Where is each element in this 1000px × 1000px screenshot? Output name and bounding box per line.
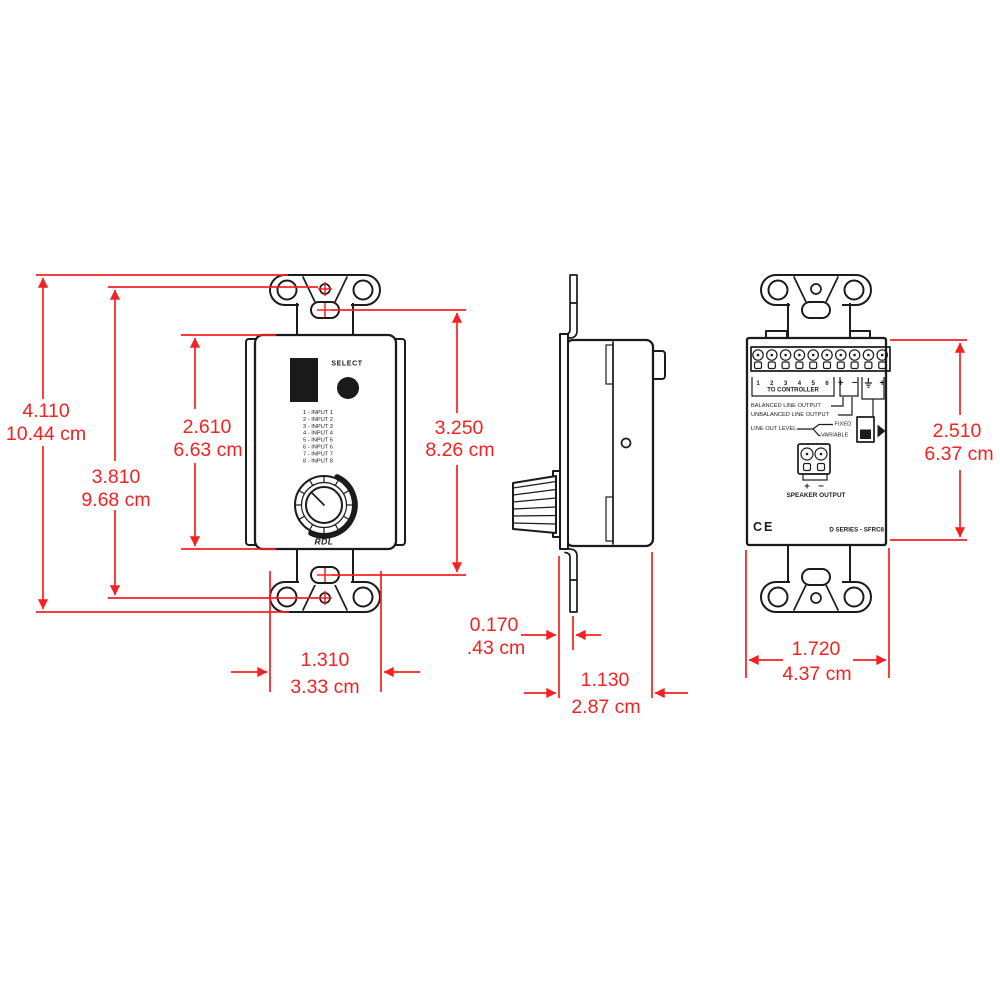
to-controller-bracket [751,377,835,397]
dimension-annotations: 4.110 10.44 cm 3.810 9.68 cm 2.610 6.63 … [6,274,994,718]
to-controller-label: TO CONTROLLER [767,388,819,394]
side-enclosure [564,338,655,548]
svg-text:1.310: 1.310 [301,649,350,671]
dim-rear-box-height: 2.510 6.37 cm [890,339,994,541]
speaker-minus-sign: − [818,481,824,492]
svg-text:6.37 cm: 6.37 cm [924,443,993,465]
ce-mark: CE [753,520,774,534]
select-label: SELECT [331,361,362,368]
side-flange [559,333,569,550]
svg-text:2.87 cm: 2.87 cm [571,696,640,718]
svg-text:3.250: 3.250 [435,417,484,439]
front-bottom-mounting-ear [269,549,381,613]
variable-label: VARIABLE [821,433,849,439]
svg-text:2.510: 2.510 [933,420,982,442]
dim-overall-height: 4.110 10.44 cm [6,274,289,613]
svg-text:0.170: 0.170 [470,614,519,636]
svg-text:9.68 cm: 9.68 cm [81,489,150,511]
input-line: 6 - INPUT 6 [303,445,333,451]
controller-terminal-block [750,346,891,372]
speaker-output-label: SPEAKER OUTPUT [787,492,846,499]
terminal-number: 2 [770,381,774,387]
svg-text:4.110: 4.110 [22,400,70,422]
svg-text:.43 cm: .43 cm [467,637,526,659]
dim-mount-depth: 1.130 2.87 cm [524,552,688,718]
unbalanced-label: UNBALANCED LINE OUTPUT [751,412,830,418]
side-view [512,274,666,613]
dim-plate-body-height: 2.610 6.63 cm [173,334,276,550]
dim-slot-spacing: 3.250 8.26 cm [332,309,495,576]
terminal-number: 5 [812,381,816,387]
level-switch-bracket [861,377,885,417]
fixed-label: FIXED [835,422,852,428]
svg-text:3.33 cm: 3.33 cm [290,676,359,698]
input-legend: 1 - INPUT 1 2 - INPUT 2 3 - INPUT 3 4 - … [303,410,333,464]
svg-text:1.720: 1.720 [792,638,841,660]
input-line: 3 - INPUT 3 [303,424,333,430]
svg-text:2.610: 2.610 [183,416,232,438]
rear-enclosure [745,336,888,547]
terminal-number: 1 [756,381,760,387]
line-out-level-label: LINE OUT LEVEL [751,426,796,432]
minus-sign: − [852,378,858,389]
input-line: 2 - INPUT 2 [303,417,333,423]
wire-clamp-slots [753,361,887,370]
dim-rear-box-width: 1.720 4.37 cm [745,548,890,685]
dim-screw-spacing: 3.810 9.68 cm [81,286,318,599]
ground-icon [864,378,872,388]
display-window [290,358,318,402]
speaker-plus-sign: + [804,481,810,492]
terminal-labels: 1 2 3 4 5 6 + − + [756,378,885,389]
side-knob [512,475,557,534]
side-bottom-tab [564,548,578,613]
terminal-number: 3 [784,381,788,387]
svg-text:8.26 cm: 8.26 cm [425,439,494,461]
input-line: 4 - INPUT 4 [303,431,333,437]
knob-tick-marks [295,476,353,534]
brand-logo: RDL [315,537,334,547]
rear-bottom-mounting-ear [760,545,872,613]
input-line: 5 - INPUT 5 [303,438,333,444]
dim-bracket-width: 1.310 3.33 cm [231,571,420,698]
knob-pointer [310,491,325,506]
line-output-bracket [839,377,859,397]
dim-flange-thickness: 0.170 .43 cm [467,556,601,698]
svg-text:1.130: 1.130 [581,669,630,691]
input-line: 8 - INPUT 8 [303,458,333,464]
volume-knob[interactable] [294,474,358,539]
input-line: 7 - INPUT 7 [303,451,333,457]
center-cross-marks [317,282,333,605]
balanced-label: BALANCED LINE OUTPUT [751,403,821,409]
side-top-tab [564,274,578,339]
mounting-slot [801,301,831,319]
svg-text:4.37 cm: 4.37 cm [782,663,851,685]
rear-view: 1 2 3 4 5 6 + − + TO CONTROLLER BALANCED… [745,274,891,613]
level-switch-icon[interactable] [856,416,886,443]
input-line: 1 - INPUT 1 [303,410,333,416]
plus-sign: + [879,378,885,389]
mounting-slot [801,568,831,586]
terminal-number: 6 [825,381,829,387]
front-view: SELECT 1 - INPUT 1 2 - INPUT 2 3 - INPUT… [245,274,406,613]
model-label: D SERIES - SFRC8 [829,527,884,534]
svg-text:3.810: 3.810 [92,466,141,488]
plus-sign: + [838,378,844,389]
svg-text:6.63 cm: 6.63 cm [173,439,242,461]
rear-top-mounting-ear [760,274,872,340]
switch-arrow-icon [877,424,886,438]
select-button[interactable] [337,377,359,399]
terminal-number: 4 [798,381,802,387]
speaker-terminal-block [797,443,831,481]
svg-text:10.44 cm: 10.44 cm [6,423,86,445]
